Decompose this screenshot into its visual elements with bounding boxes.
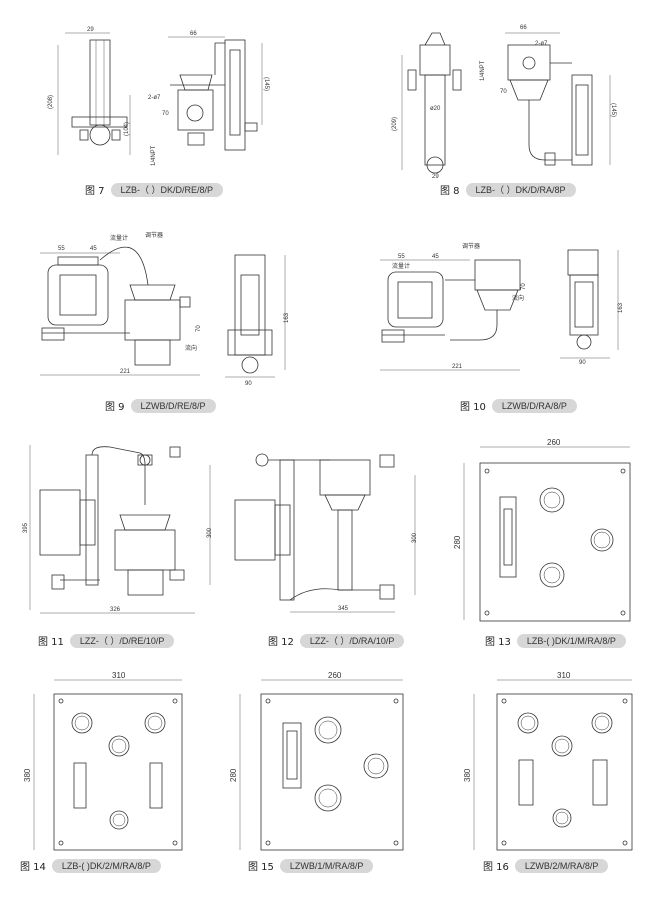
svg-text:380: 380 bbox=[463, 768, 472, 782]
svg-text:55: 55 bbox=[58, 246, 65, 252]
svg-text:29: 29 bbox=[87, 27, 94, 33]
svg-text:70: 70 bbox=[196, 325, 202, 332]
svg-text:45: 45 bbox=[432, 254, 439, 260]
figure-13-drawing: 260 280 bbox=[452, 435, 642, 630]
svg-text:45: 45 bbox=[90, 246, 97, 252]
model-pill: LZZ-（ ）/D/RA/10/P bbox=[299, 633, 405, 648]
model-pill: LZWB/D/RA/8/P bbox=[491, 398, 577, 413]
figure-8-caption: 图 8 LZB-（ ）DK/D/RA/8P bbox=[440, 182, 576, 197]
svg-text:90: 90 bbox=[579, 360, 586, 366]
figure-number: 图 14 bbox=[20, 862, 46, 873]
svg-text:280: 280 bbox=[229, 768, 238, 782]
svg-text:55: 55 bbox=[398, 254, 405, 260]
svg-text:221: 221 bbox=[120, 369, 131, 375]
figure-9-drawing: 55 45 流量计 调节器 流向 70 221 90 163 bbox=[30, 225, 300, 390]
model-pill: LZB-（ ）DK/D/RE/8/P bbox=[110, 182, 224, 197]
svg-text:(145): (145) bbox=[263, 77, 269, 91]
svg-text:(208): (208) bbox=[48, 95, 54, 109]
svg-text:163: 163 bbox=[284, 312, 290, 323]
figure-13-caption: 图 13 LZB-( )DK/1/M/RA/8/P bbox=[485, 633, 626, 648]
figure-15-caption: 图 15 LZWB/1/M/RA/8/P bbox=[248, 858, 374, 873]
model-pill: LZB-（ ）DK/D/RA/8P bbox=[465, 182, 576, 197]
svg-text:395: 395 bbox=[23, 522, 29, 533]
svg-text:310: 310 bbox=[112, 671, 126, 680]
model-pill: LZWB/2/M/RA/8/P bbox=[514, 858, 609, 873]
figure-14-drawing: 310 380 bbox=[22, 668, 197, 856]
figure-7-drawing: 29 (208) (104) 66 2-ø7 70 1/4NPT (145) bbox=[40, 15, 300, 180]
svg-text:(104): (104) bbox=[124, 122, 130, 136]
figure-12-drawing: 300 345 bbox=[230, 440, 430, 625]
model-pill: LZWB/1/M/RA/8/P bbox=[279, 858, 374, 873]
figure-number: 图 12 bbox=[268, 637, 294, 648]
svg-text:调节器: 调节器 bbox=[462, 242, 480, 250]
figure-10-caption: 图 10 LZWB/D/RA/8/P bbox=[460, 398, 577, 413]
svg-text:2-ø7: 2-ø7 bbox=[535, 41, 548, 47]
model-pill: LZB-( )DK/1/M/RA/8/P bbox=[516, 633, 626, 648]
figure-number: 图 13 bbox=[485, 637, 511, 648]
figure-15-drawing: 260 280 bbox=[228, 668, 423, 856]
figure-number: 图 7 bbox=[85, 186, 105, 197]
svg-text:29: 29 bbox=[432, 174, 439, 180]
svg-text:70: 70 bbox=[521, 283, 527, 290]
svg-text:1/4NPT: 1/4NPT bbox=[151, 145, 157, 166]
figure-number: 图 8 bbox=[440, 186, 460, 197]
svg-text:326: 326 bbox=[110, 607, 121, 613]
svg-text:310: 310 bbox=[557, 671, 571, 680]
svg-text:221: 221 bbox=[452, 364, 463, 370]
svg-text:调节器: 调节器 bbox=[145, 231, 163, 239]
figure-number: 图 15 bbox=[248, 862, 274, 873]
svg-text:345: 345 bbox=[338, 606, 349, 612]
svg-text:ø20: ø20 bbox=[430, 106, 441, 112]
figure-11-caption: 图 11 LZZ-（ ）/D/RE/10/P bbox=[38, 633, 175, 648]
svg-text:300: 300 bbox=[412, 532, 418, 543]
figure-number: 图 10 bbox=[460, 402, 486, 413]
figure-16-drawing: 310 380 bbox=[462, 668, 642, 856]
svg-text:66: 66 bbox=[520, 25, 527, 31]
model-pill: LZZ-（ ）/D/RE/10/P bbox=[69, 633, 175, 648]
svg-text:流量计: 流量计 bbox=[392, 262, 410, 270]
svg-text:90: 90 bbox=[245, 381, 252, 387]
figure-9-caption: 图 9 LZWB/D/RE/8/P bbox=[105, 398, 216, 413]
figure-number: 图 16 bbox=[483, 862, 509, 873]
svg-text:260: 260 bbox=[547, 438, 561, 447]
svg-text:2-ø7: 2-ø7 bbox=[148, 95, 161, 101]
svg-text:(145): (145) bbox=[610, 103, 616, 117]
figure-12-caption: 图 12 LZZ-（ ）/D/RA/10/P bbox=[268, 633, 405, 648]
figure-number: 图 9 bbox=[105, 402, 125, 413]
svg-text:70: 70 bbox=[162, 111, 169, 117]
svg-text:(209): (209) bbox=[392, 117, 398, 131]
svg-text:流量计: 流量计 bbox=[110, 234, 128, 242]
figure-7-caption: 图 7 LZB-（ ）DK/D/RE/8/P bbox=[85, 182, 224, 197]
figure-16-caption: 图 16 LZWB/2/M/RA/8/P bbox=[483, 858, 609, 873]
svg-text:280: 280 bbox=[453, 535, 462, 549]
svg-text:流向: 流向 bbox=[512, 294, 524, 302]
svg-text:70: 70 bbox=[500, 89, 507, 95]
svg-text:300: 300 bbox=[207, 527, 213, 538]
svg-text:260: 260 bbox=[328, 671, 342, 680]
model-pill: LZWB/D/RE/8/P bbox=[130, 398, 216, 413]
svg-text:流向: 流向 bbox=[185, 344, 197, 352]
figure-14-caption: 图 14 LZB-( )DK/2/M/RA/8/P bbox=[20, 858, 161, 873]
svg-text:163: 163 bbox=[618, 302, 624, 313]
figure-10-drawing: 55 45 流量计 调节器 流向 70 221 90 163 bbox=[370, 230, 640, 390]
svg-text:380: 380 bbox=[23, 768, 32, 782]
svg-text:66: 66 bbox=[190, 31, 197, 37]
model-pill: LZB-( )DK/2/M/RA/8/P bbox=[51, 858, 161, 873]
figure-8-drawing: (209) ø20 29 66 1/4NPT 2-ø7 70 (145) bbox=[390, 15, 630, 180]
figure-11-drawing: 395 300 326 bbox=[20, 435, 220, 625]
figure-number: 图 11 bbox=[38, 637, 64, 648]
svg-text:1/4NPT: 1/4NPT bbox=[480, 60, 486, 81]
